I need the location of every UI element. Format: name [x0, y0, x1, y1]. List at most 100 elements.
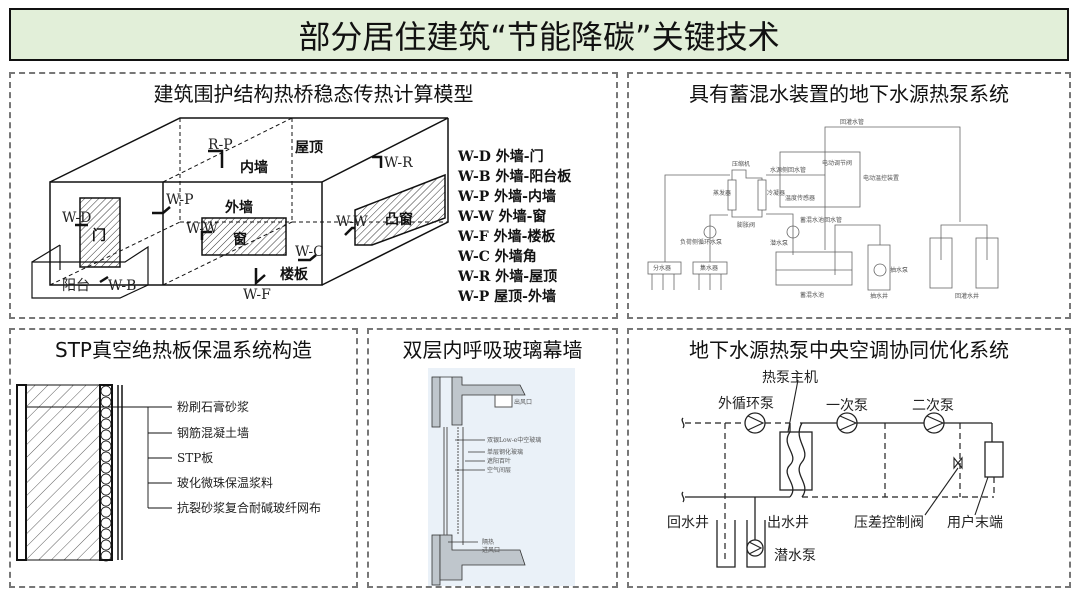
label-inner-wall: 内墙 — [240, 159, 268, 176]
label-wf: W-F — [243, 287, 271, 303]
label-window: 窗 — [233, 231, 247, 248]
stp-panel-cell — [100, 484, 112, 496]
valve-icon — [953, 456, 963, 470]
label: 电动调节阀 — [822, 159, 852, 167]
label: 冷凝器 — [767, 189, 785, 197]
legend: W-D 外墙-门 W-B 外墙-阳台板 W-P 外墙-内墙 W-W 外墙-窗 W… — [457, 148, 572, 305]
panel-central-ac: 地下水源热泵中央空调协同优化系统 — [627, 328, 1071, 588]
legend-item: W-F 外墙-楼板 — [457, 228, 556, 245]
stp-panel-cell — [100, 517, 112, 529]
window-shape — [201, 217, 287, 256]
label-ww: W-W — [186, 221, 218, 237]
label-door: 门 — [92, 227, 106, 244]
label: 温度传感器 — [785, 194, 815, 202]
stp-panel-cell — [100, 451, 112, 463]
layer-label: 粉刷石膏砂浆 — [177, 399, 249, 414]
label: 隔热 — [482, 538, 494, 546]
label-submersible-pump: 潜水泵 — [774, 548, 816, 564]
layer-label: STP板 — [177, 451, 213, 465]
layer-label: 钢筋混凝土墙 — [177, 425, 249, 440]
stp-panel-cell — [100, 462, 112, 474]
label-outer-wall: 外墙 — [225, 199, 253, 216]
stp-panel-cell — [100, 539, 112, 551]
label: 单层钢化玻璃 — [487, 448, 523, 456]
label-wr: W-R — [384, 155, 413, 171]
label: 电动温控装置 — [863, 174, 899, 182]
label-outer-pump: 外循环泵 — [718, 396, 774, 412]
legend-item: W-P 外墙-内墙 — [457, 188, 556, 205]
legend-item: W-W 外墙-窗 — [457, 208, 546, 225]
layer-label: 抗裂砂浆复合耐碱玻纤网布 — [177, 500, 321, 515]
label-secondary-pump: 二次泵 — [912, 398, 954, 414]
panel-title: STP真空绝热板保温系统构造 — [55, 338, 312, 362]
label-wc: W-C — [295, 244, 324, 260]
panel-stp: STP真空绝热板保温系统构造 — [9, 328, 358, 588]
panel-heat-pump-storage: 具有蓄混水装置的地下水源热泵系统 — [627, 72, 1071, 319]
legend-item: W-D 外墙-门 — [457, 148, 544, 165]
label-balcony: 阳台 — [62, 278, 90, 294]
legend-item: W-P 屋顶-外墙 — [457, 288, 556, 305]
stp-panel-cell — [100, 528, 112, 540]
label-ww-bay: W-W — [336, 214, 368, 230]
label-roof: 屋顶 — [295, 140, 323, 156]
bay-window-shape — [354, 173, 446, 246]
legend-item: W-R 外墙-屋顶 — [457, 268, 557, 285]
stp-panel-cell — [100, 506, 112, 518]
panel-title: 双层内呼吸玻璃幕墙 — [402, 338, 583, 362]
label: 水源侧回水管 — [770, 166, 806, 174]
label: 出风口 — [514, 398, 532, 406]
label: 回灌水管 — [840, 118, 864, 126]
label-rp: R-P — [208, 137, 233, 153]
label-supply-well: 出水井 — [767, 515, 809, 531]
label-terminal: 用户末端 — [947, 514, 1003, 531]
page-title: 部分居住建筑“节能降碳”关键技术 — [9, 8, 1069, 61]
label-wp: W-P — [166, 192, 194, 208]
label: 膨胀阀 — [737, 221, 755, 229]
label-return-well: 回水井 — [667, 515, 709, 531]
label-floor: 楼板 — [280, 266, 309, 283]
panel-title: 建筑围护结构热桥稳态传热计算模型 — [153, 82, 474, 106]
panel-title: 具有蓄混水装置的地下水源热泵系统 — [689, 82, 1009, 106]
label: 回灌水井 — [955, 292, 979, 300]
outer-pump-icon — [744, 412, 766, 434]
stp-panel-cell — [100, 550, 112, 562]
label: 抽水井 — [870, 292, 888, 300]
submersible-pump-icon — [746, 539, 764, 557]
label-primary-pump: 一次泵 — [826, 398, 868, 414]
label: 空气间层 — [487, 466, 511, 474]
stp-panel-cell — [100, 440, 112, 452]
label-wb: W-B — [108, 278, 136, 294]
label: 潜水泵 — [770, 239, 788, 247]
label-host: 热泵主机 — [762, 370, 818, 386]
legend-item: W-C 外墙角 — [457, 248, 537, 265]
label: 负荷侧循环水泵 — [680, 238, 722, 246]
label: 集水器 — [700, 264, 718, 272]
label: 遮阳百叶 — [487, 457, 511, 465]
label: 蓄混水池回水管 — [800, 216, 842, 224]
stp-panel-cell — [100, 418, 112, 430]
panel-double-skin: 双层内呼吸玻璃幕墙 — [367, 328, 618, 588]
label-dp-valve: 压差控制阀 — [854, 515, 924, 531]
label: 分水器 — [653, 264, 671, 272]
label: 蓄混水池 — [800, 291, 824, 299]
label-wd: W-D — [62, 210, 91, 226]
legend-item: W-B 外墙-阳台板 — [457, 168, 572, 185]
door-shape — [79, 197, 121, 268]
stp-panel-cell — [100, 473, 112, 485]
stp-panel-cell — [100, 495, 112, 507]
stp-panel-cell — [100, 407, 112, 419]
label: 蒸发器 — [713, 189, 731, 197]
label: 双银Low-e中空玻璃 — [487, 436, 541, 444]
stp-panel-cell — [100, 385, 112, 397]
label: 压缩机 — [732, 160, 750, 168]
stp-panel-cell — [100, 429, 112, 441]
label: 进风口 — [482, 546, 500, 554]
panel-thermal-bridge: 建筑围护结构热桥稳态传热计算模型 — [9, 72, 618, 319]
label-bay-window: 凸窗 — [385, 211, 413, 228]
layer-label: 玻化微珠保温浆料 — [177, 475, 273, 490]
